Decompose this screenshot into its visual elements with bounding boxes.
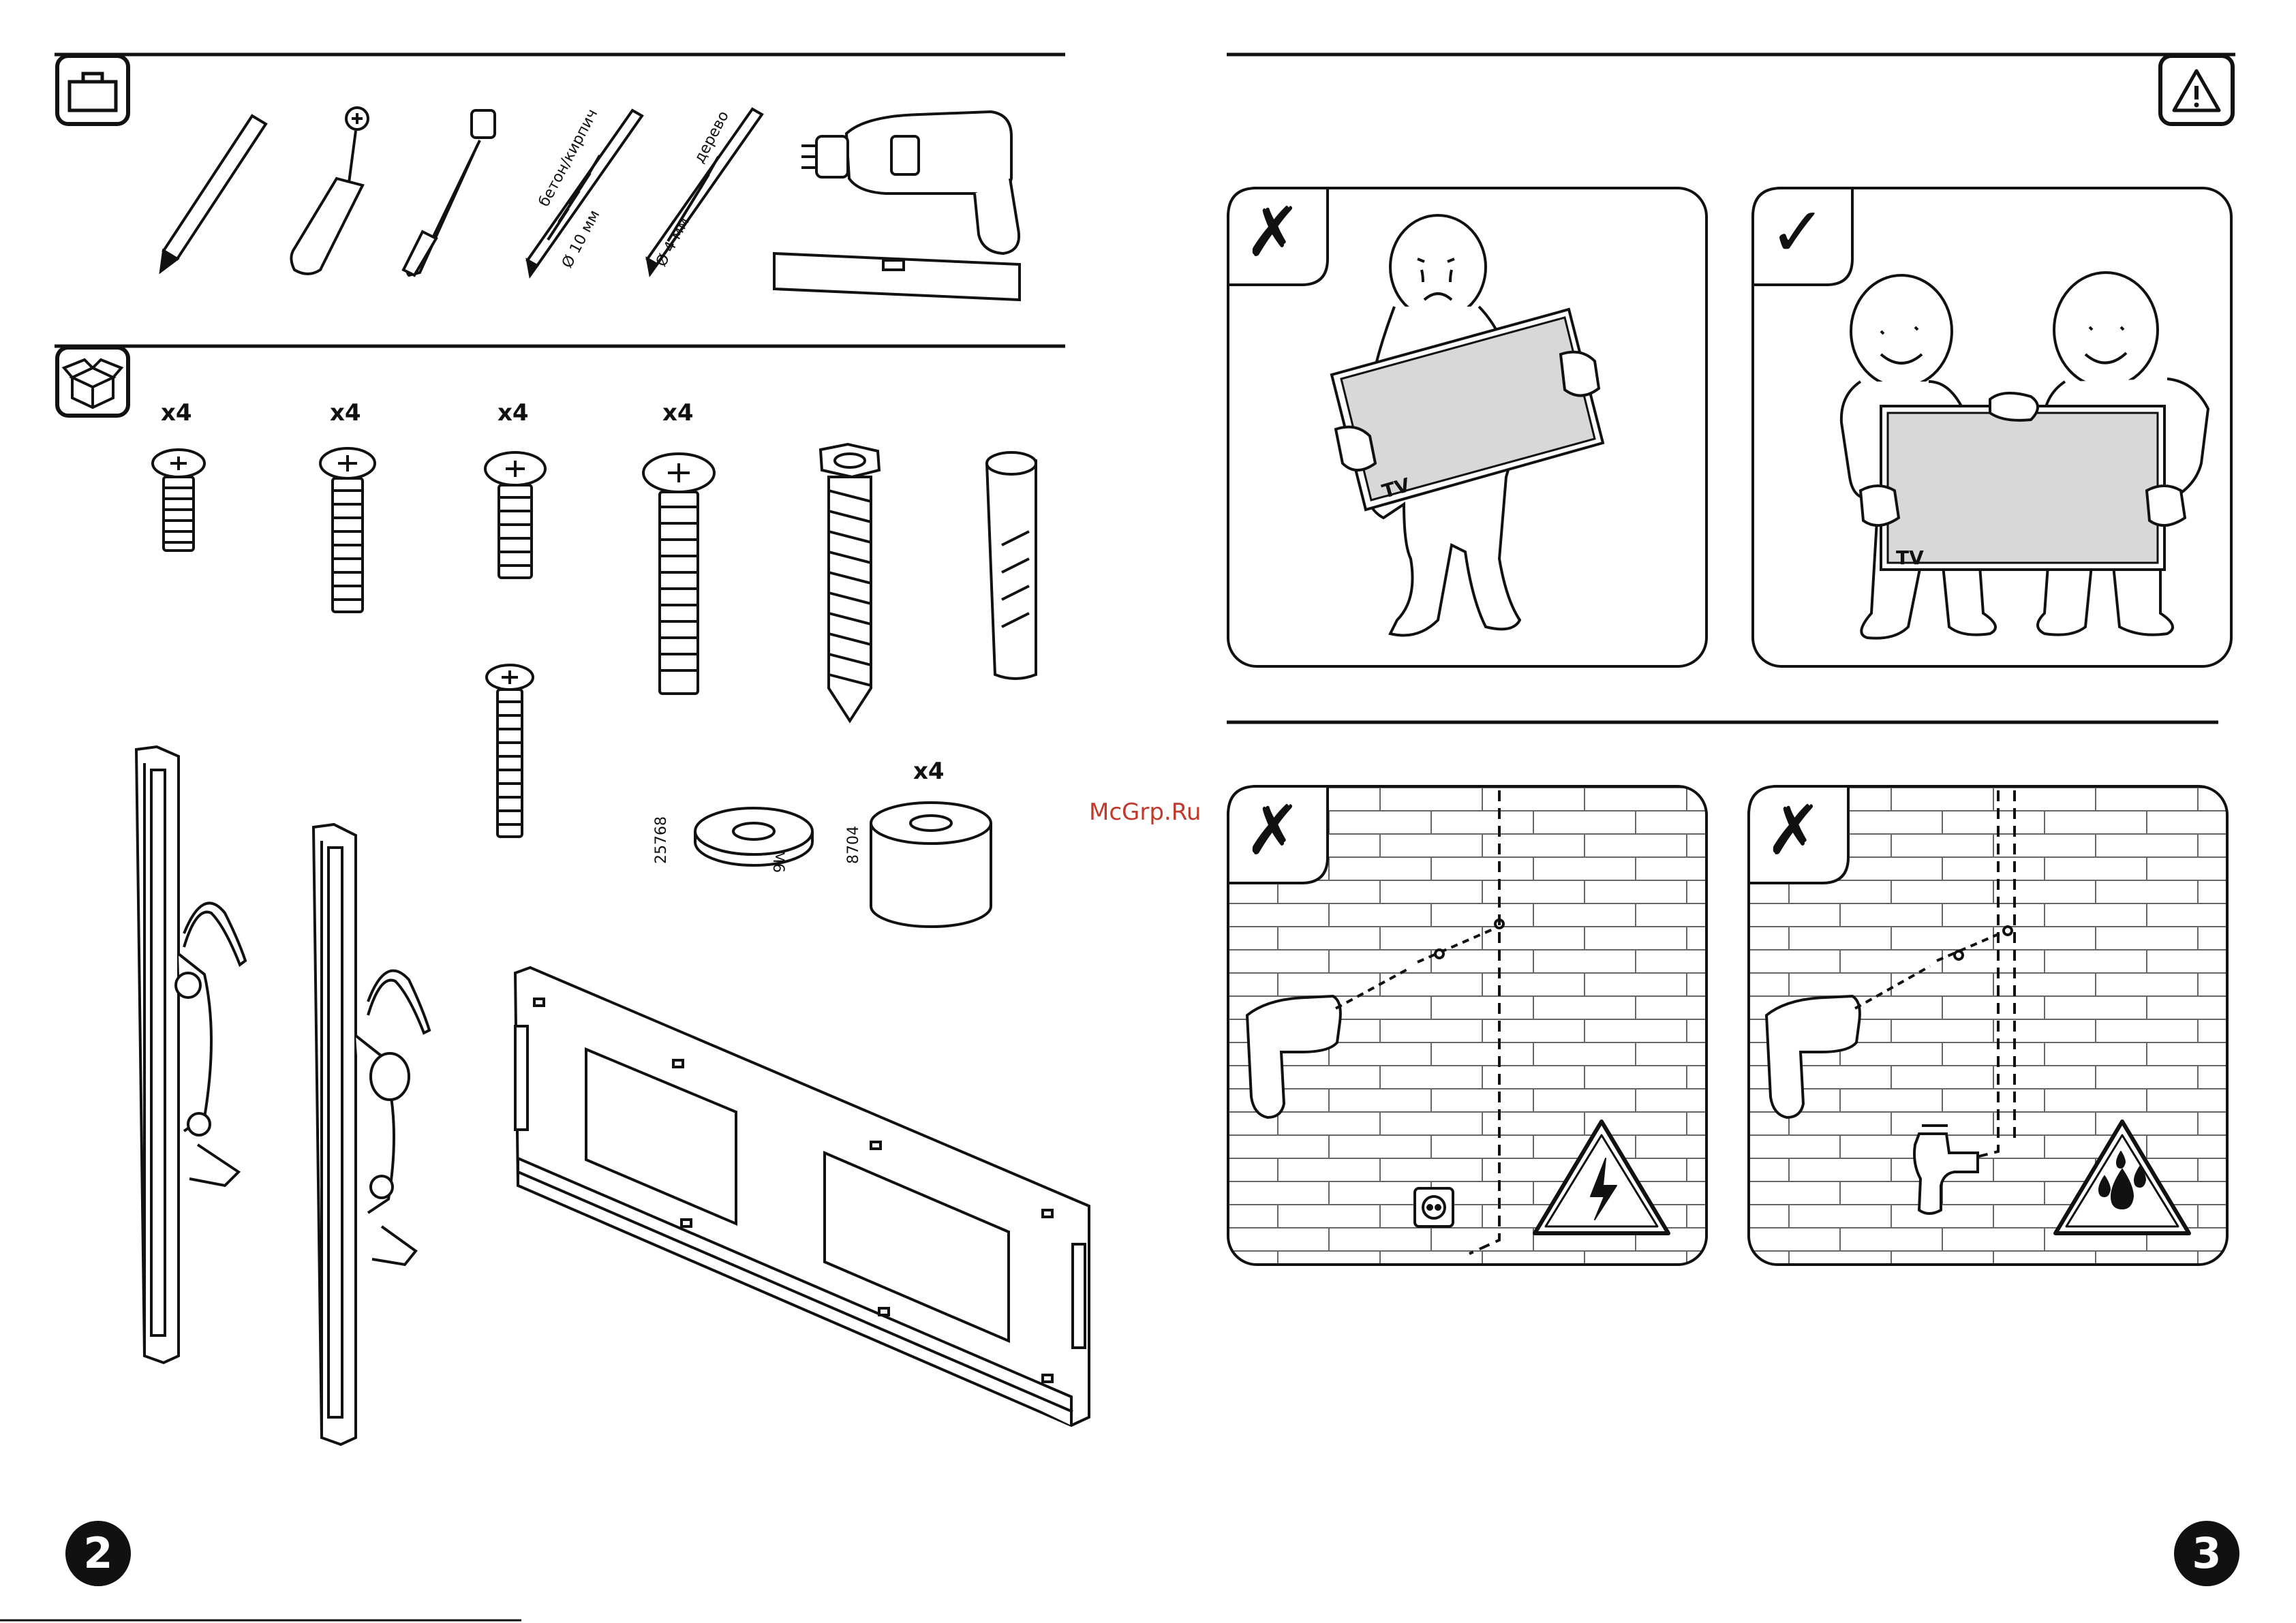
page-number-left: 2 xyxy=(65,1521,131,1586)
box-icon xyxy=(57,347,128,416)
toolbox-icon xyxy=(57,56,128,124)
qty-screw-2: x4 xyxy=(330,399,361,427)
qty-screw-3: x4 xyxy=(498,399,529,427)
spacer-code: 8704 xyxy=(845,826,862,864)
screw-3 xyxy=(485,452,545,578)
watermark: McGrp.Ru xyxy=(1089,799,1201,826)
screw-5 xyxy=(487,665,533,837)
wrong-mark-electric: ✗ xyxy=(1244,793,1302,868)
screw-4 xyxy=(643,454,714,694)
wrong-mark-1: ✗ xyxy=(1244,195,1302,270)
washer-code: 25768 xyxy=(653,816,670,864)
spacer-drawing xyxy=(871,803,991,927)
washer-size: M6 xyxy=(769,850,786,873)
wrong-mark-water: ✗ xyxy=(1765,793,1822,868)
power-drill-drawing xyxy=(801,112,1019,253)
spirit-level-drawing xyxy=(774,253,1020,300)
bracket-2 xyxy=(313,824,429,1444)
screw-1 xyxy=(153,450,204,551)
socket-wrench-drawing xyxy=(403,110,495,275)
qty-screw-4: x4 xyxy=(662,399,694,427)
correct-mark: ✓ xyxy=(1769,195,1826,270)
screw-2 xyxy=(320,448,375,612)
pencil-drawing xyxy=(161,116,266,271)
bracket-1 xyxy=(136,747,245,1363)
wall-plug xyxy=(987,452,1036,679)
warning-icon xyxy=(2160,56,2233,124)
tv-label-2: TV xyxy=(1896,546,1924,569)
qty-spacer: x4 xyxy=(913,758,945,785)
washer-drawing xyxy=(695,808,812,865)
lag-bolt xyxy=(821,444,879,721)
screwdriver-drawing xyxy=(291,108,368,274)
wall-plate-drawing xyxy=(515,968,1089,1425)
qty-screw-1: x4 xyxy=(161,399,192,427)
page-number-right: 3 xyxy=(2174,1521,2239,1586)
